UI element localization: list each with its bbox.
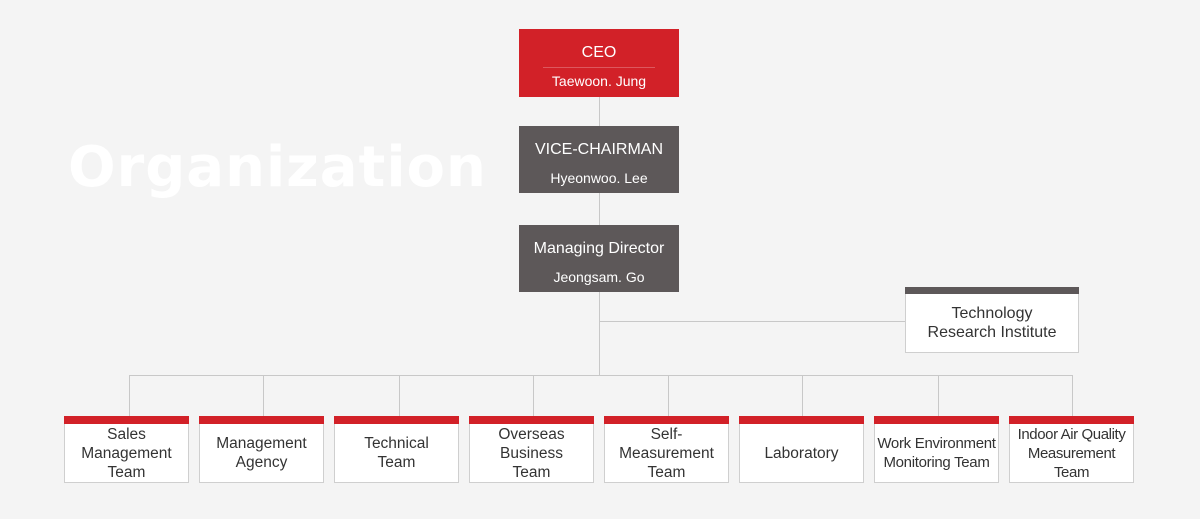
- dept-bar: [604, 416, 729, 424]
- dept-bar: [739, 416, 864, 424]
- dept-bar: [469, 416, 594, 424]
- ceo-role: CEO: [581, 44, 617, 61]
- managing-director-role: Managing Director: [533, 240, 665, 257]
- connector-horizontal: [129, 375, 1073, 376]
- page-title: Organization: [68, 135, 487, 200]
- dept-technical: Technical Team: [334, 416, 459, 483]
- dept-bar: [334, 416, 459, 424]
- dept-self-measurement: Self-Measurement Team: [604, 416, 729, 483]
- connector-vice-md: [599, 193, 600, 225]
- dept-indoor-air-quality: Indoor Air Quality Measurement Team: [1009, 416, 1134, 483]
- connector-md-down: [599, 292, 600, 376]
- connector-drop-1: [129, 375, 130, 416]
- managing-director-box: Managing Director Jeongsam. Go: [519, 225, 679, 292]
- connector-drop-7: [938, 375, 939, 416]
- vice-chairman-name: Hyeonwoo. Lee: [550, 170, 648, 186]
- connector-drop-8: [1072, 375, 1073, 416]
- connector-drop-2: [263, 375, 264, 416]
- dept-bar: [1009, 416, 1134, 424]
- managing-director-name: Jeongsam. Go: [553, 269, 645, 285]
- dept-bar: [199, 416, 324, 424]
- dept-label: Technical Team: [364, 435, 429, 471]
- dept-sales-management: Sales Management Team: [64, 416, 189, 483]
- dept-label: Sales Management Team: [81, 425, 172, 481]
- connector-institute: [599, 321, 905, 322]
- connector-drop-3: [399, 375, 400, 416]
- dept-work-environment: Work Environment Monitoring Team: [874, 416, 999, 483]
- connector-drop-4: [533, 375, 534, 416]
- research-institute-label: Technology Research Institute: [927, 305, 1057, 341]
- dept-label: Work Environment Monitoring Team: [877, 435, 996, 471]
- research-institute-bar: [905, 287, 1079, 294]
- connector-drop-6: [802, 375, 803, 416]
- connector-drop-5: [668, 375, 669, 416]
- dept-overseas-business: Overseas Business Team: [469, 416, 594, 483]
- vice-chairman-role: VICE-CHAIRMAN: [534, 141, 663, 158]
- connector-ceo-vice: [599, 97, 600, 126]
- dept-bar: [874, 416, 999, 424]
- dept-label: Laboratory: [764, 444, 839, 462]
- ceo-name: Taewoon. Jung: [551, 73, 647, 89]
- research-institute-box: Technology Research Institute: [905, 287, 1079, 353]
- dept-label: Management Agency: [216, 435, 307, 471]
- ceo-box: CEO Taewoon. Jung: [519, 29, 679, 97]
- dept-label: Self-Measurement Team: [619, 425, 714, 481]
- vice-chairman-box: VICE-CHAIRMAN Hyeonwoo. Lee: [519, 126, 679, 193]
- dept-bar: [64, 416, 189, 424]
- ceo-divider: [543, 67, 655, 68]
- dept-label: Overseas Business Team: [498, 425, 565, 481]
- dept-laboratory: Laboratory: [739, 416, 864, 483]
- dept-management-agency: Management Agency: [199, 416, 324, 483]
- dept-label: Indoor Air Quality Measurement Team: [1017, 425, 1126, 481]
